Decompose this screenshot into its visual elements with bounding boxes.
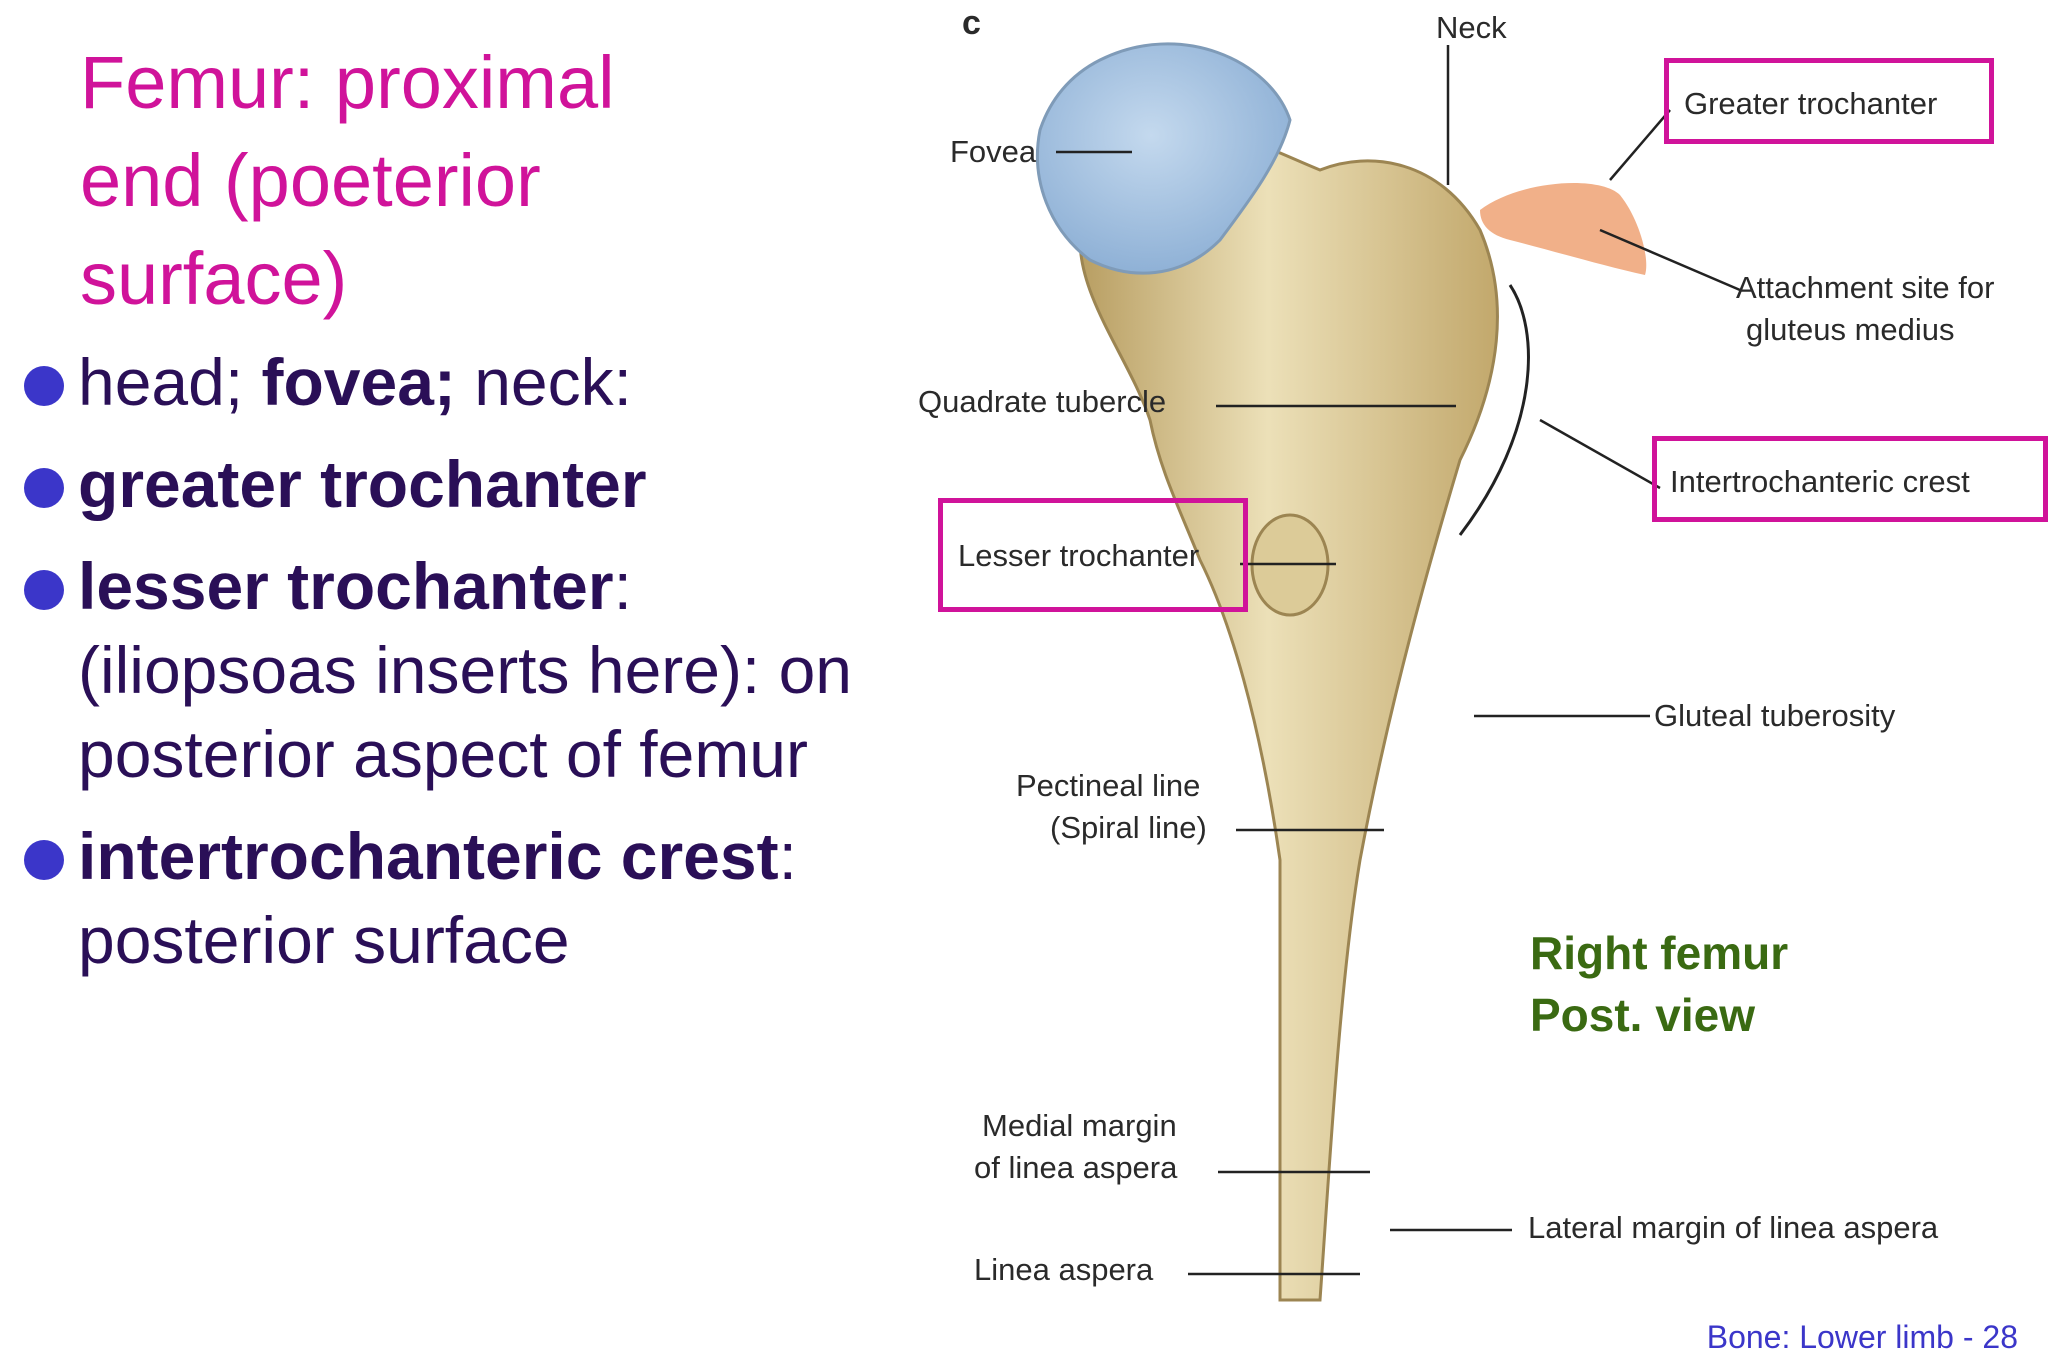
bullet-text: neck: bbox=[455, 345, 632, 419]
femur-bone-shape bbox=[1078, 127, 1499, 1302]
leader-lines bbox=[1056, 45, 1741, 1276]
label-pectineal-line2: (Spiral line) bbox=[1050, 810, 1207, 845]
label-attachment-line2: gluteus medius bbox=[1746, 312, 1955, 347]
label-fovea: Fovea bbox=[950, 134, 1037, 169]
bullet-dot-icon bbox=[24, 570, 64, 610]
bullet-lesser-trochanter: lesser trochanter: (iliopsoas inserts he… bbox=[24, 544, 884, 796]
label-neck: Neck bbox=[1436, 10, 1507, 45]
bullet-bold-text: fovea; bbox=[261, 345, 456, 419]
bullet-head-fovea-neck: head; fovea; neck: bbox=[24, 340, 884, 424]
label-pectineal-line1: Pectineal line bbox=[1016, 768, 1201, 803]
leader-intertrochanteric bbox=[1539, 418, 1661, 490]
label-attachment-line1: Attachment site for bbox=[1736, 270, 1995, 305]
bullet-greater-trochanter: greater trochanter bbox=[24, 442, 884, 526]
caption-line-2: Post. view bbox=[1530, 989, 1755, 1041]
label-medial-margin-line1: Medial margin bbox=[982, 1108, 1177, 1143]
bullet-intertrochanteric-crest: intertrochanteric crest: posterior surfa… bbox=[24, 814, 884, 982]
bullet-bold-text: greater trochanter bbox=[78, 447, 647, 521]
panel-letter: c bbox=[962, 4, 981, 42]
gluteus-medius-attachment bbox=[1480, 183, 1647, 275]
leader-greater-trochanter bbox=[1609, 109, 1671, 181]
femur-illustration bbox=[1035, 42, 1741, 1302]
label-lateral-margin: Lateral margin of linea aspera bbox=[1528, 1210, 1939, 1245]
label-greater-trochanter: Greater trochanter bbox=[1684, 86, 1938, 121]
highlight-box-intertrochanteric-crest bbox=[1652, 436, 2048, 522]
bullet-text: : posterior surface bbox=[78, 819, 797, 977]
label-lesser-trochanter: Lesser trochanter bbox=[958, 538, 1200, 573]
bullet-dot-icon bbox=[24, 366, 64, 406]
femur-diagram: c Neck Greater trochanter Fovea Attachme… bbox=[900, 0, 2048, 1310]
bullet-bold-text: lesser trochanter bbox=[78, 549, 614, 623]
bullet-text: : (iliopsoas inserts here): on posterior… bbox=[78, 549, 853, 791]
slide-footer: Bone: Lower limb - 28 bbox=[1706, 1319, 2018, 1355]
highlight-box-lesser-trochanter bbox=[938, 498, 1248, 612]
diagram-caption: Right femur Post. view bbox=[1530, 922, 1788, 1046]
label-intertrochanteric-crest: Intertrochanteric crest bbox=[1670, 464, 1970, 499]
caption-line-1: Right femur bbox=[1530, 927, 1789, 979]
bullet-text: head; bbox=[78, 345, 262, 419]
bullet-list: head; fovea; neck: greater trochanter le… bbox=[24, 340, 884, 1000]
bullet-bold-text: intertrochanteric crest bbox=[78, 819, 779, 893]
label-medial-margin-line2: of linea aspera bbox=[974, 1150, 1178, 1185]
label-linea-aspera: Linea aspera bbox=[974, 1252, 1154, 1287]
highlight-box-greater-trochanter bbox=[1664, 58, 1994, 144]
bullet-dot-icon bbox=[24, 840, 64, 880]
slide-title: Femur: proximal end (poeterior surface) bbox=[80, 41, 615, 320]
leader-attachment bbox=[1599, 228, 1741, 292]
bullet-dot-icon bbox=[24, 468, 64, 508]
intertrochanteric-crest-line bbox=[1458, 284, 1530, 536]
label-gluteal-tuberosity: Gluteal tuberosity bbox=[1654, 698, 1896, 733]
femoral-head bbox=[1035, 42, 1292, 275]
label-quadrate-tubercle: Quadrate tubercle bbox=[918, 384, 1167, 419]
